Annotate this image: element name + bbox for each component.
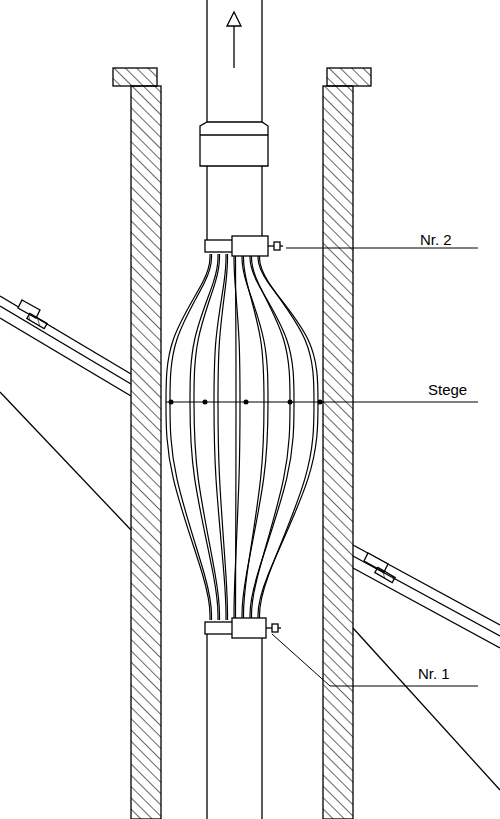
leader-line bbox=[272, 634, 478, 686]
web-dots bbox=[169, 400, 323, 405]
chimney-wall bbox=[323, 86, 353, 819]
upper-pipe bbox=[200, 0, 268, 240]
strip bbox=[242, 254, 268, 620]
callout-label: Nr. 2 bbox=[420, 232, 452, 247]
strip bbox=[234, 254, 240, 620]
hose-clamp bbox=[205, 236, 283, 256]
roof-left bbox=[0, 296, 131, 530]
strip bbox=[258, 254, 318, 620]
leader-line bbox=[286, 248, 478, 249]
strip bbox=[218, 254, 228, 620]
chimney-cap bbox=[327, 68, 371, 86]
strip bbox=[214, 254, 226, 620]
callout-label: Nr. 1 bbox=[418, 666, 450, 681]
chimney-wall bbox=[131, 86, 161, 819]
strip bbox=[235, 254, 237, 620]
hose-clamp bbox=[205, 618, 281, 638]
strip bbox=[252, 254, 291, 620]
callout-label: Stege bbox=[428, 382, 467, 397]
chimney-cap bbox=[113, 68, 157, 86]
flexible-strips bbox=[166, 254, 318, 620]
roof-right bbox=[353, 545, 500, 790]
lower-pipe bbox=[207, 628, 262, 819]
strip bbox=[260, 254, 315, 620]
strip bbox=[194, 254, 220, 620]
